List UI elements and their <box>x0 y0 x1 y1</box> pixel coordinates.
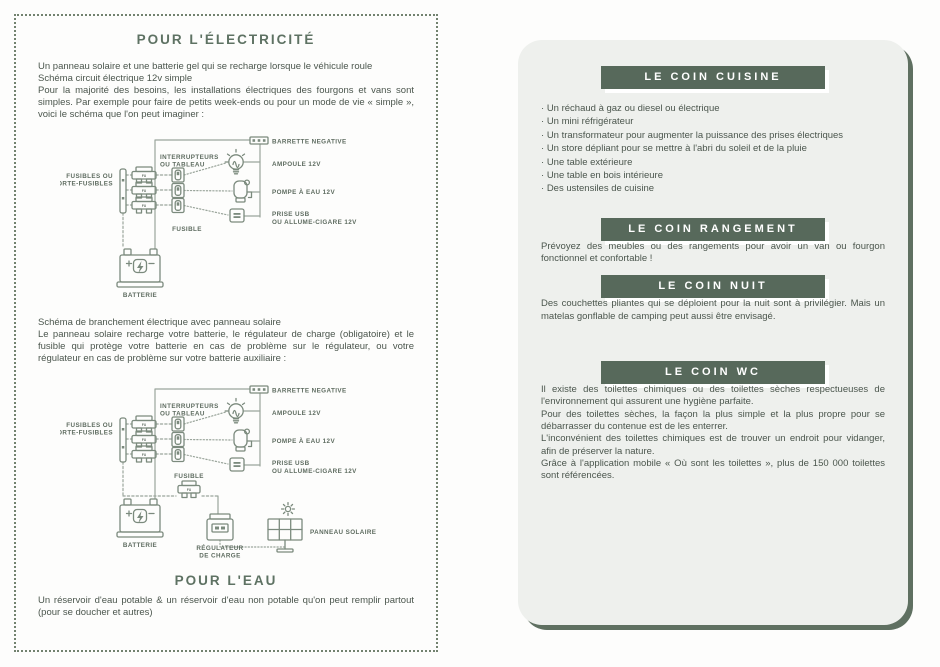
list-item: Un réchaud à gaz ou diesel ou électrique <box>541 102 885 115</box>
diagram-label-interrupteurs: INTERRUPTEURS <box>160 403 219 410</box>
diagram-label-prise: OU ALLUME-CIGARE 12V <box>272 219 357 226</box>
diagram-label-fusibles: FUSIBLES OU <box>66 422 113 429</box>
diagram-label-fusible: FUSIBLE <box>172 226 202 233</box>
electricity-title: POUR L'ÉLECTRICITÉ <box>136 32 316 47</box>
svg-text:FU: FU <box>142 438 147 442</box>
switch-icon <box>171 446 185 463</box>
water-pump-icon <box>233 179 253 203</box>
upper-circuit: FU FU FU <box>60 385 357 475</box>
list-item: Un store dépliant pour se mettre à l'abr… <box>541 142 885 155</box>
diagram-label-fusibles: FUSIBLES OU <box>66 173 113 180</box>
diagram-label-prise: PRISE USB <box>272 211 310 218</box>
fuse-holder-icon: FU <box>131 181 157 199</box>
diagram-label-interrupteurs: OU TABLEAU <box>160 411 205 418</box>
diagram-label-fusibles: PORTE-FUSIBLES <box>60 430 113 437</box>
water-title: POUR L'EAU <box>174 573 278 588</box>
solar-intro: Schéma de branchement électrique avec pa… <box>38 317 414 365</box>
wc-paragraph: Pour des toilettes sèches, la façon la p… <box>541 408 885 432</box>
badge-coin-wc: LE COIN WC <box>601 361 825 385</box>
fuse-holder-icon: FU <box>131 166 157 184</box>
negative-bar-icon <box>249 385 269 394</box>
diagram-label-ampoule: AMPOULE 12V <box>272 161 321 168</box>
cuisine-list: Un réchaud à gaz ou diesel ou électrique… <box>541 102 885 196</box>
fuse-holder-icon: FU <box>131 196 157 214</box>
list-item: Une table en bois intérieure <box>541 169 885 182</box>
svg-text:FU: FU <box>187 488 192 492</box>
wires-solid <box>154 139 261 250</box>
list-item: Des ustensiles de cuisine <box>541 182 885 195</box>
circuit-diagram-simple: FU FU FU <box>60 136 357 299</box>
diagram-label-fusibles: PORTE-FUSIBLES <box>60 181 113 188</box>
diagram-label-regulateur: DE CHARGE <box>199 553 240 560</box>
bulb-icon <box>224 397 246 424</box>
fuse-busbar-icon <box>119 168 127 214</box>
wc-paragraph: Il existe des toilettes chimiques ou des… <box>541 384 885 408</box>
wc-paragraph: Grâce à l'application mobile « Où sont l… <box>541 457 885 482</box>
diagram-label-barrette: BARRETTE NEGATIVE <box>272 388 347 395</box>
diagram-label-prise: OU ALLUME-CIGARE 12V <box>272 468 357 475</box>
diagram-label-regulateur: RÉGULATEUR <box>196 543 243 552</box>
fuse-holder-icon: FU <box>131 445 157 463</box>
wires-dotted <box>219 539 285 548</box>
list-item: Un transformateur pour augmenter la puis… <box>541 129 885 142</box>
svg-text:FU: FU <box>142 174 147 178</box>
diagram-label-barrette: BARRETTE NEGATIVE <box>272 139 347 146</box>
fuse-holder-icon: FU <box>131 430 157 448</box>
badge-coin-nuit: LE COIN NUIT <box>601 275 825 299</box>
diagram-label-prise: PRISE USB <box>272 460 310 467</box>
diagram-label-interrupteurs: INTERRUPTEURS <box>160 154 219 161</box>
badge-coin-rangement: LE COIN RANGEMENT <box>601 217 825 241</box>
diagram-label-pompe: POMPE À EAU 12V <box>272 436 335 445</box>
diagram-label-pompe: POMPE À EAU 12V <box>272 187 335 196</box>
switch-icon <box>171 182 185 199</box>
wires-dashed <box>122 174 173 248</box>
svg-text:FU: FU <box>142 204 147 208</box>
battery-icon <box>116 498 164 538</box>
fuse-holder-icon: FU <box>177 480 201 499</box>
fuse-holder-icon: FU <box>131 415 157 433</box>
switch-icon <box>171 167 185 183</box>
diagram-label-panneau: PANNEAU SOLAIRE <box>310 529 376 536</box>
bulb-icon <box>224 148 246 175</box>
switch-icon <box>171 416 185 432</box>
svg-text:FU: FU <box>142 189 147 193</box>
rangement-paragraph: Prévoyez des meubles ou des rangements p… <box>541 240 885 265</box>
svg-text:FU: FU <box>142 423 147 427</box>
intro-paragraph: Pour la majorité des besoins, les instal… <box>38 85 414 120</box>
intro-line-2: Schéma circuit électrique 12v simple <box>38 73 193 84</box>
electricity-intro: Un panneau solaire et une batterie gel q… <box>38 61 414 121</box>
diagram-label-batterie: BATTERIE <box>123 542 157 549</box>
fuse-busbar-icon <box>119 417 127 463</box>
usb-socket-icon <box>229 208 245 223</box>
water-paragraph: Un réservoir d'eau potable & un réservoi… <box>38 595 414 618</box>
badge-coin-cuisine: LE COIN CUISINE <box>601 66 825 89</box>
wires-dashed <box>122 461 219 497</box>
wc-paragraph: L'inconvénient des toilettes chimiques e… <box>541 433 885 457</box>
svg-text:FU: FU <box>142 453 147 457</box>
charge-regulator-icon <box>206 513 234 541</box>
solar-line-1: Schéma de branchement électrique avec pa… <box>38 317 281 328</box>
solar-paragraph: Le panneau solaire recharge votre batter… <box>38 329 414 364</box>
switch-icon <box>171 197 185 214</box>
diagram-label-interrupteurs: OU TABLEAU <box>160 162 205 169</box>
intro-line-1: Un panneau solaire et une batterie gel q… <box>38 61 373 72</box>
list-item: Une table extérieure <box>541 156 885 169</box>
wires-solid <box>154 388 251 515</box>
diagram-label-batterie: BATTERIE <box>123 292 157 299</box>
coins-card: LE COIN CUISINE Un réchaud à gaz ou dies… <box>518 40 908 625</box>
battery-icon <box>116 248 164 288</box>
switch-icon <box>171 431 185 448</box>
water-pump-icon <box>233 428 253 452</box>
solar-panel-icon <box>267 501 303 553</box>
nuit-paragraph: Des couchettes pliantes qui se déploient… <box>541 298 885 322</box>
usb-socket-icon <box>229 457 245 472</box>
diagram-label-fusible: FUSIBLE <box>174 473 204 480</box>
circuit-diagram-solar: FU FU FU <box>60 385 376 560</box>
list-item: Un mini réfrigérateur <box>541 115 885 128</box>
wires-dotted <box>183 162 233 216</box>
electricity-water-panel: POUR L'ÉLECTRICITÉ Un panneau solaire et… <box>14 14 438 652</box>
diagram-label-ampoule: AMPOULE 12V <box>272 410 321 417</box>
negative-bar-icon <box>249 136 269 145</box>
